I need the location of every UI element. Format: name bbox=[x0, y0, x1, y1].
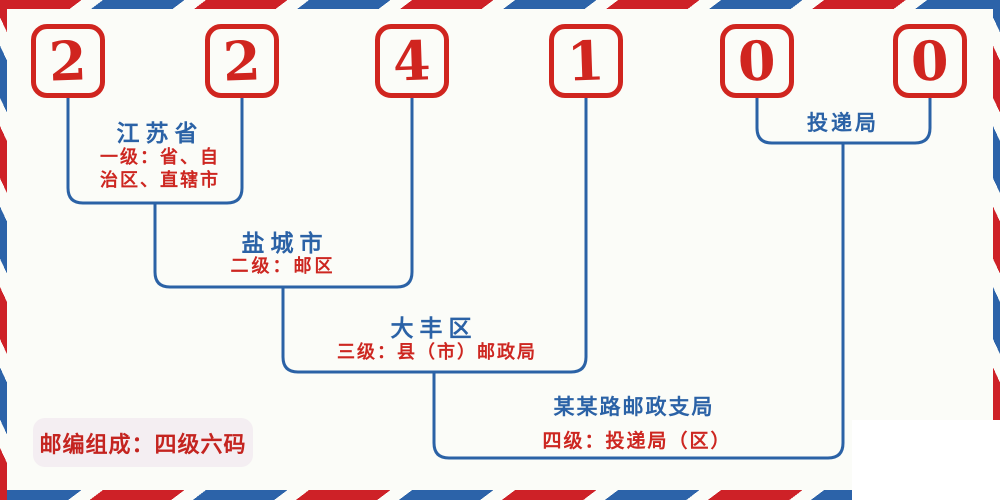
digit-6: 0 bbox=[910, 28, 950, 94]
digit-box-5: 0 bbox=[720, 24, 794, 98]
airmail-border-bottom bbox=[0, 490, 1000, 500]
level1-region-label: 江苏省 bbox=[116, 121, 204, 147]
digit-box-2: 2 bbox=[205, 24, 279, 98]
airmail-border-right bbox=[993, 0, 1000, 500]
digit-2: 2 bbox=[222, 28, 262, 94]
blank-corner-patch bbox=[852, 420, 1000, 500]
bracket-level4 bbox=[432, 143, 845, 460]
level3-desc-label: 三级：县（市）邮政局 bbox=[337, 342, 537, 363]
airmail-border-top bbox=[0, 0, 1000, 9]
level1-desc-label: 一级：省、自 治区、直辖市 bbox=[100, 147, 220, 191]
delivery-office-label: 投递局 bbox=[807, 111, 879, 135]
digit-3: 4 bbox=[392, 28, 432, 94]
digit-box-3: 4 bbox=[375, 24, 449, 98]
level3-region-label: 大丰区 bbox=[390, 316, 478, 342]
digit-1: 2 bbox=[48, 28, 88, 94]
airmail-border-left bbox=[0, 0, 7, 500]
digit-box-6: 0 bbox=[893, 24, 967, 98]
level4-desc-label: 四级：投递局（区） bbox=[542, 430, 732, 452]
postcode-composition-badge: 邮编组成：四级六码 bbox=[33, 418, 253, 467]
digit-4: 1 bbox=[566, 28, 606, 94]
digit-5: 0 bbox=[737, 28, 777, 94]
digit-box-4: 1 bbox=[549, 24, 623, 98]
postcode-composition-text: 邮编组成：四级六码 bbox=[39, 432, 247, 458]
level2-desc-label: 二级：邮区 bbox=[230, 256, 336, 277]
level4-region-label: 某某路邮政支局 bbox=[553, 395, 715, 419]
level2-region-label: 盐城市 bbox=[241, 231, 329, 257]
digit-box-1: 2 bbox=[31, 24, 105, 98]
